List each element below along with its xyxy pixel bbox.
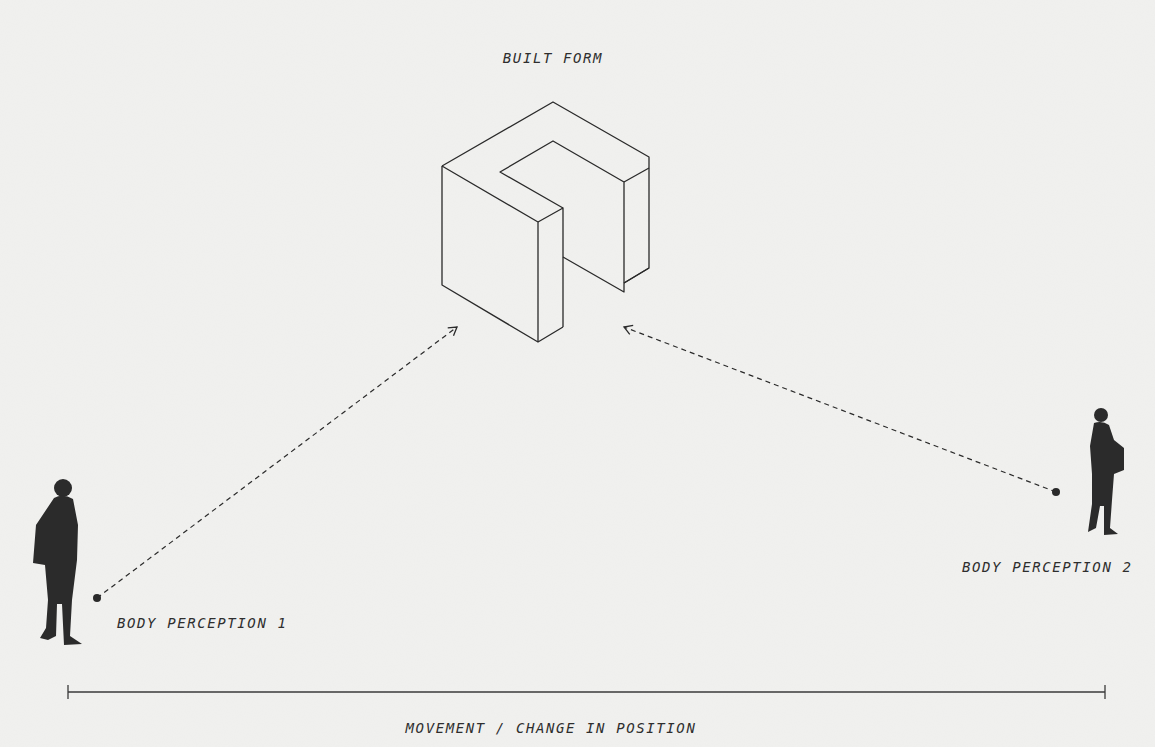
arrow-head bbox=[624, 325, 633, 334]
body-perception-figure: BODY PERCEPTION 2 bbox=[955, 405, 1145, 580]
arrow-head bbox=[448, 327, 457, 336]
built-form: BUILT FORM bbox=[440, 50, 666, 350]
dashed-line bbox=[624, 327, 1056, 492]
dashed-line bbox=[97, 327, 457, 598]
movement-scale bbox=[68, 685, 1105, 699]
axis-caption: MOVEMENT / CHANGE IN POSITION bbox=[406, 720, 697, 736]
node-label: BUILT FORM bbox=[440, 50, 666, 66]
node-label: BODY PERCEPTION 2 bbox=[962, 559, 1133, 575]
sight-line-arrow bbox=[93, 327, 457, 602]
person-silhouette bbox=[33, 479, 82, 645]
eye-point bbox=[1052, 488, 1060, 496]
sight-line-arrow bbox=[624, 325, 1060, 496]
open-cube bbox=[442, 102, 649, 342]
person-silhouette bbox=[1088, 408, 1124, 535]
eye-point bbox=[93, 594, 101, 602]
body-perception-figure: BODY PERCEPTION 1 bbox=[30, 476, 320, 648]
node-label: BODY PERCEPTION 1 bbox=[117, 615, 288, 631]
